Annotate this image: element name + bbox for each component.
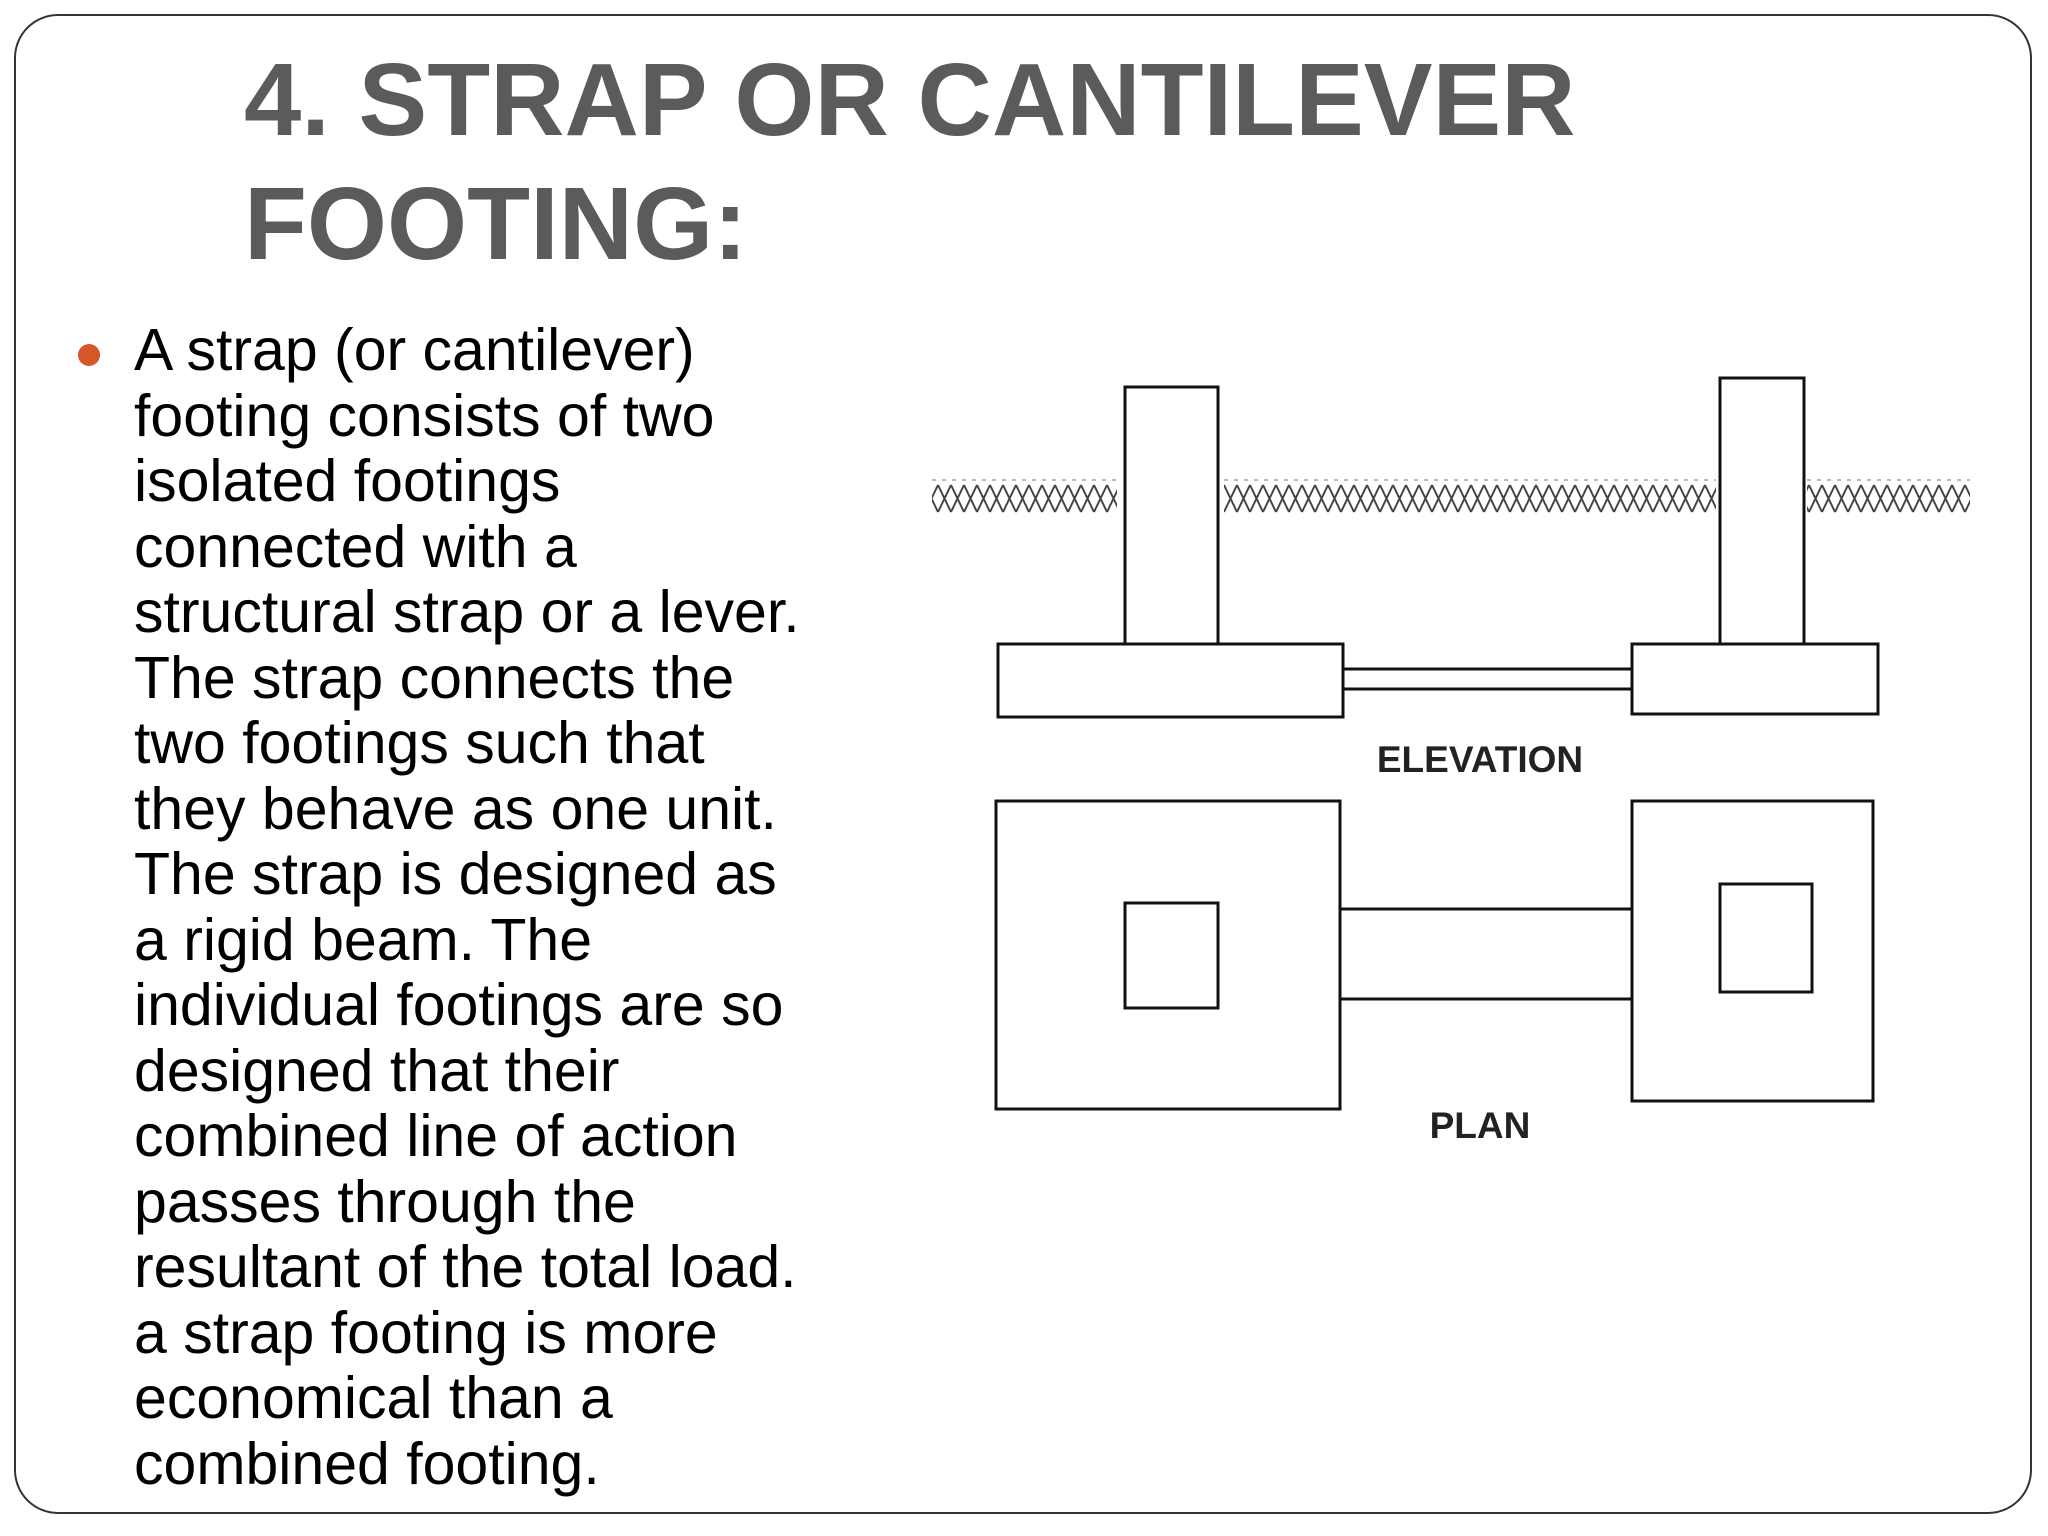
plan-view: PLAN xyxy=(994,799,1875,1146)
body-line: economical than a xyxy=(134,1365,613,1431)
body-line: they behave as one unit. xyxy=(134,775,777,842)
slide-title: 4. STRAP OR CANTILEVER FOOTING: xyxy=(244,38,1576,286)
title-line-1: 4. STRAP OR CANTILEVER xyxy=(244,42,1576,157)
title-line-2: FOOTING: xyxy=(244,166,748,281)
elevation-label: ELEVATION xyxy=(1377,739,1583,780)
body-line: structural strap or a lever. xyxy=(134,579,800,645)
right-column-plan xyxy=(1718,882,1814,994)
body-line: combined line of action xyxy=(134,1103,738,1169)
soil-hatch-icon xyxy=(932,479,1970,520)
right-column-elevation xyxy=(1718,376,1806,646)
strap-footing-diagram: ELEVATION PLAN xyxy=(932,376,1970,1146)
body-line: The strap connects the xyxy=(134,644,735,711)
strap-beam-elevation xyxy=(1341,667,1634,691)
body-line: combined footing. xyxy=(134,1430,600,1497)
body-line: isolated footings xyxy=(134,448,561,514)
bullet-icon xyxy=(78,344,100,366)
body-line: passes through the xyxy=(134,1168,636,1235)
right-footing-elevation xyxy=(1630,642,1880,716)
strap-beam-plan xyxy=(1338,907,1634,1001)
body-line: designed that their xyxy=(134,1037,620,1104)
left-column-elevation xyxy=(1123,385,1220,646)
body-line: footing consists of two xyxy=(134,382,715,449)
body-line: two footings such that xyxy=(134,710,705,776)
body-line: connected with a xyxy=(134,513,577,580)
body-text: A strap (or cantilever) footing consists… xyxy=(134,317,934,1497)
body-line: The strap is designed as xyxy=(134,841,777,907)
left-column-plan xyxy=(1123,901,1220,1010)
body-line: individual footings are so xyxy=(134,972,784,1038)
slide: 4. STRAP OR CANTILEVER FOOTING: A strap … xyxy=(14,14,2032,1514)
body-line: a strap footing is more xyxy=(134,1299,718,1366)
elevation-view: ELEVATION xyxy=(932,376,1970,780)
body-line: resultant of the total load. xyxy=(134,1234,797,1300)
left-footing-elevation xyxy=(996,642,1345,719)
body-line: A strap (or cantilever) xyxy=(134,317,695,383)
body-line: a rigid beam. The xyxy=(134,906,593,973)
plan-label: PLAN xyxy=(1430,1105,1531,1146)
